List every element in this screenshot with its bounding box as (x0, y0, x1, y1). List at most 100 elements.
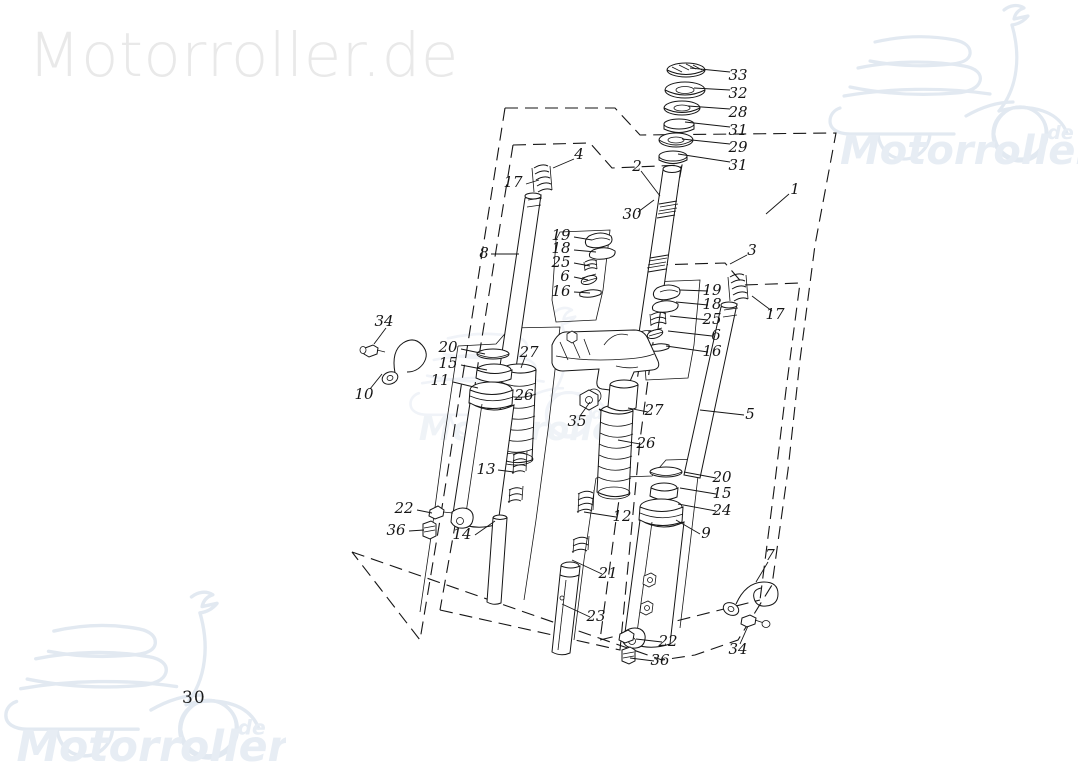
callout-17: 17 (503, 173, 540, 191)
callout-11: 11 (430, 371, 479, 389)
callout-leader (573, 249, 597, 253)
callout-6: 6 (560, 267, 589, 285)
callout-20: 20 (437, 338, 486, 356)
callout-label: 3 (747, 241, 757, 259)
callout-leader (452, 381, 479, 389)
callout-label: 16 (551, 282, 571, 300)
callout-30: 30 (622, 199, 655, 223)
steering-head-bearing-stack (658, 62, 706, 164)
callout-label: 36 (386, 521, 406, 539)
callout-label: 20 (711, 468, 732, 486)
callout-leader (573, 291, 591, 294)
callout-9: 9 (675, 519, 711, 542)
callout-label: 12 (612, 507, 631, 525)
callout-label: 20 (437, 338, 458, 356)
svg-text:.de: .de (1040, 122, 1074, 144)
callout-21: 21 (571, 559, 618, 582)
callout-35: 35 (567, 401, 591, 430)
right-fork-slider (618, 466, 685, 665)
callout-leader (665, 345, 709, 353)
callout-29: 29 (681, 138, 748, 156)
left-cable-clamp (359, 339, 427, 385)
callout-leader (571, 559, 603, 575)
lower-triple-clamp (551, 329, 660, 411)
callout-leader (525, 179, 540, 185)
callout-22: 22 (393, 499, 433, 517)
callout-36: 36 (386, 521, 425, 539)
callout-label: 11 (430, 371, 449, 389)
watermark-top-left: Motorroller.de (28, 20, 459, 91)
callout-leader (675, 519, 701, 535)
callout-leader (679, 487, 717, 495)
callout-leader (416, 509, 433, 514)
callout-leader (573, 276, 589, 281)
callout-label: 27 (643, 401, 664, 419)
callout-label: 30 (622, 205, 642, 223)
callout-leader (765, 193, 790, 215)
callout-leader (573, 236, 593, 241)
callout-leader (751, 295, 773, 312)
callout-label: 8 (479, 244, 489, 262)
callout-label: 22 (657, 632, 677, 650)
callout-label: 32 (728, 84, 747, 102)
callout-27: 27 (518, 343, 539, 369)
callout-leader (699, 409, 745, 416)
callout-2: 2 (631, 157, 661, 197)
callout-leader (729, 254, 748, 265)
callout-leader (677, 503, 717, 512)
right-cable-clamp (722, 581, 779, 628)
callout-leader (497, 469, 515, 473)
callout-leader (373, 327, 387, 345)
callout-leader (627, 407, 649, 413)
callout-label: 27 (518, 343, 539, 361)
callout-1: 1 (765, 180, 800, 215)
callout-36: 36 (629, 651, 670, 669)
callout-label: 36 (650, 651, 670, 669)
callout-label: 34 (728, 640, 747, 658)
callout-22: 22 (635, 632, 678, 650)
callout-label: 9 (701, 524, 711, 542)
group-boundary-inner-right (573, 458, 701, 641)
group-boundary-inner-left (419, 326, 561, 613)
callout-34: 34 (373, 312, 394, 345)
callout-34: 34 (728, 625, 749, 658)
right-fork-boot (596, 379, 639, 500)
callout-26: 26 (513, 386, 534, 404)
callout-label: 16 (702, 342, 722, 360)
callout-leader (573, 262, 591, 267)
callout-label: 35 (567, 412, 586, 430)
callout-label: 24 (711, 501, 731, 519)
callout-label: 4 (573, 145, 584, 163)
svg-text:.de: .de (230, 716, 266, 740)
scooter-logo-top-right: Motorroller .de (818, 0, 1078, 176)
callout-27: 27 (627, 401, 664, 419)
callout-leader (637, 199, 655, 213)
callout-leader (552, 158, 575, 169)
callout-label: 17 (765, 305, 785, 323)
callout-23: 23 (561, 603, 606, 625)
callout-8: 8 (479, 244, 519, 262)
callout-label: 1 (790, 180, 800, 198)
callout-label: 22 (393, 499, 413, 517)
callout-leader (739, 625, 749, 645)
callout-31: 31 (677, 153, 748, 174)
callout-20: 20 (683, 468, 732, 486)
callout-33: 33 (689, 66, 748, 84)
callout-label: 31 (728, 121, 747, 139)
left-damper-rod-assembly (486, 450, 528, 605)
callout-label: 7 (765, 546, 775, 564)
callout-label: 15 (438, 354, 457, 372)
callout-leader (640, 170, 661, 197)
callout-32: 32 (693, 84, 748, 102)
callout-leader (755, 561, 769, 583)
callout-leader (683, 471, 717, 479)
callout-leader (369, 373, 383, 390)
callout-7: 7 (755, 546, 775, 583)
callout-28: 28 (687, 103, 748, 121)
callout-label: 33 (728, 66, 747, 84)
callout-leader (677, 153, 731, 163)
callout-15: 15 (438, 354, 488, 372)
callout-label: 29 (727, 138, 748, 156)
callout-label: 17 (503, 173, 523, 191)
